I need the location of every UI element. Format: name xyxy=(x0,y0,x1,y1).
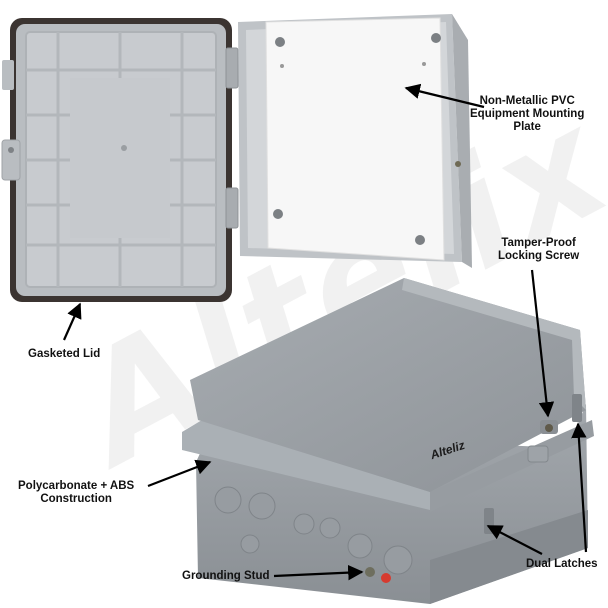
closed-enclosure xyxy=(182,278,594,604)
arrow-construction xyxy=(147,459,212,488)
callout-gasketed-lid: Gasketed Lid xyxy=(28,348,101,360)
arrow-dual-latches-upper xyxy=(571,422,588,553)
arrow-grounding-stud xyxy=(273,564,364,581)
callout-construction: Polycarbonate + ABS Construction xyxy=(18,480,135,505)
callout-locking-screw: Tamper-Proof Locking Screw xyxy=(498,237,580,262)
callout-grounding-stud: Grounding Stud xyxy=(182,570,270,582)
callout-dual-latches: Dual Latches xyxy=(526,558,598,570)
arrow-dual-latches-lower xyxy=(486,525,543,555)
open-lid xyxy=(1,18,239,302)
arrow-gasketed-lid xyxy=(62,302,82,341)
arrow-locking-screw xyxy=(530,269,555,418)
callout-arrows xyxy=(62,83,588,581)
arrow-mounting-plate xyxy=(404,83,485,109)
callout-mounting-plate: Non-Metallic PVC Equipment Mounting Plat… xyxy=(470,95,585,133)
box-interior xyxy=(238,14,472,268)
